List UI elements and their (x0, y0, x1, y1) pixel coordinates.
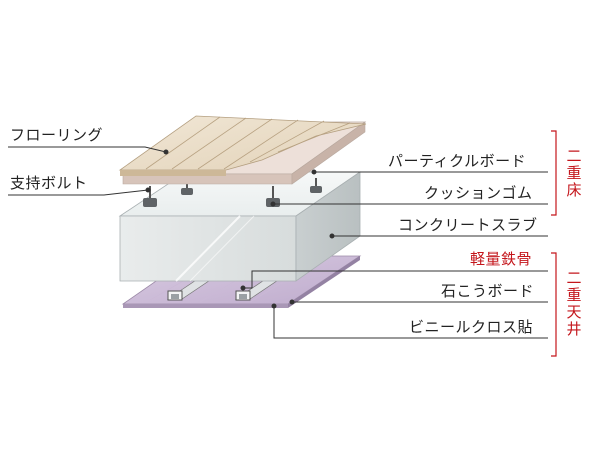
leader-support-bolt (8, 189, 149, 196)
label-vinyl-cloth: ビニールクロス貼 (409, 318, 534, 336)
label-concrete-slab: コンクリートスラブ (398, 216, 538, 234)
flooring (118, 115, 367, 176)
label-particle-board: パーティクルボード (388, 152, 527, 170)
leader-light-steel (243, 270, 548, 289)
label-gypsum-board: 石こうボード (441, 282, 535, 300)
leader-flooring (8, 146, 167, 153)
bracket-double-ceiling (551, 252, 557, 357)
label-support-bolt: 支持ボルト (10, 174, 88, 192)
leader-vinyl-cloth (273, 306, 548, 339)
label-cushion-rubber: クッションゴム (424, 184, 533, 202)
label-light-steel: 軽量鉄骨 (470, 250, 533, 268)
group-double-floor: 二重床 (566, 147, 582, 199)
group-brackets (551, 130, 557, 357)
bracket-double-floor (551, 130, 557, 216)
group-double-ceiling: 二重天井 (566, 269, 582, 338)
label-flooring: フローリング (10, 126, 104, 144)
leader-lines (8, 146, 548, 339)
